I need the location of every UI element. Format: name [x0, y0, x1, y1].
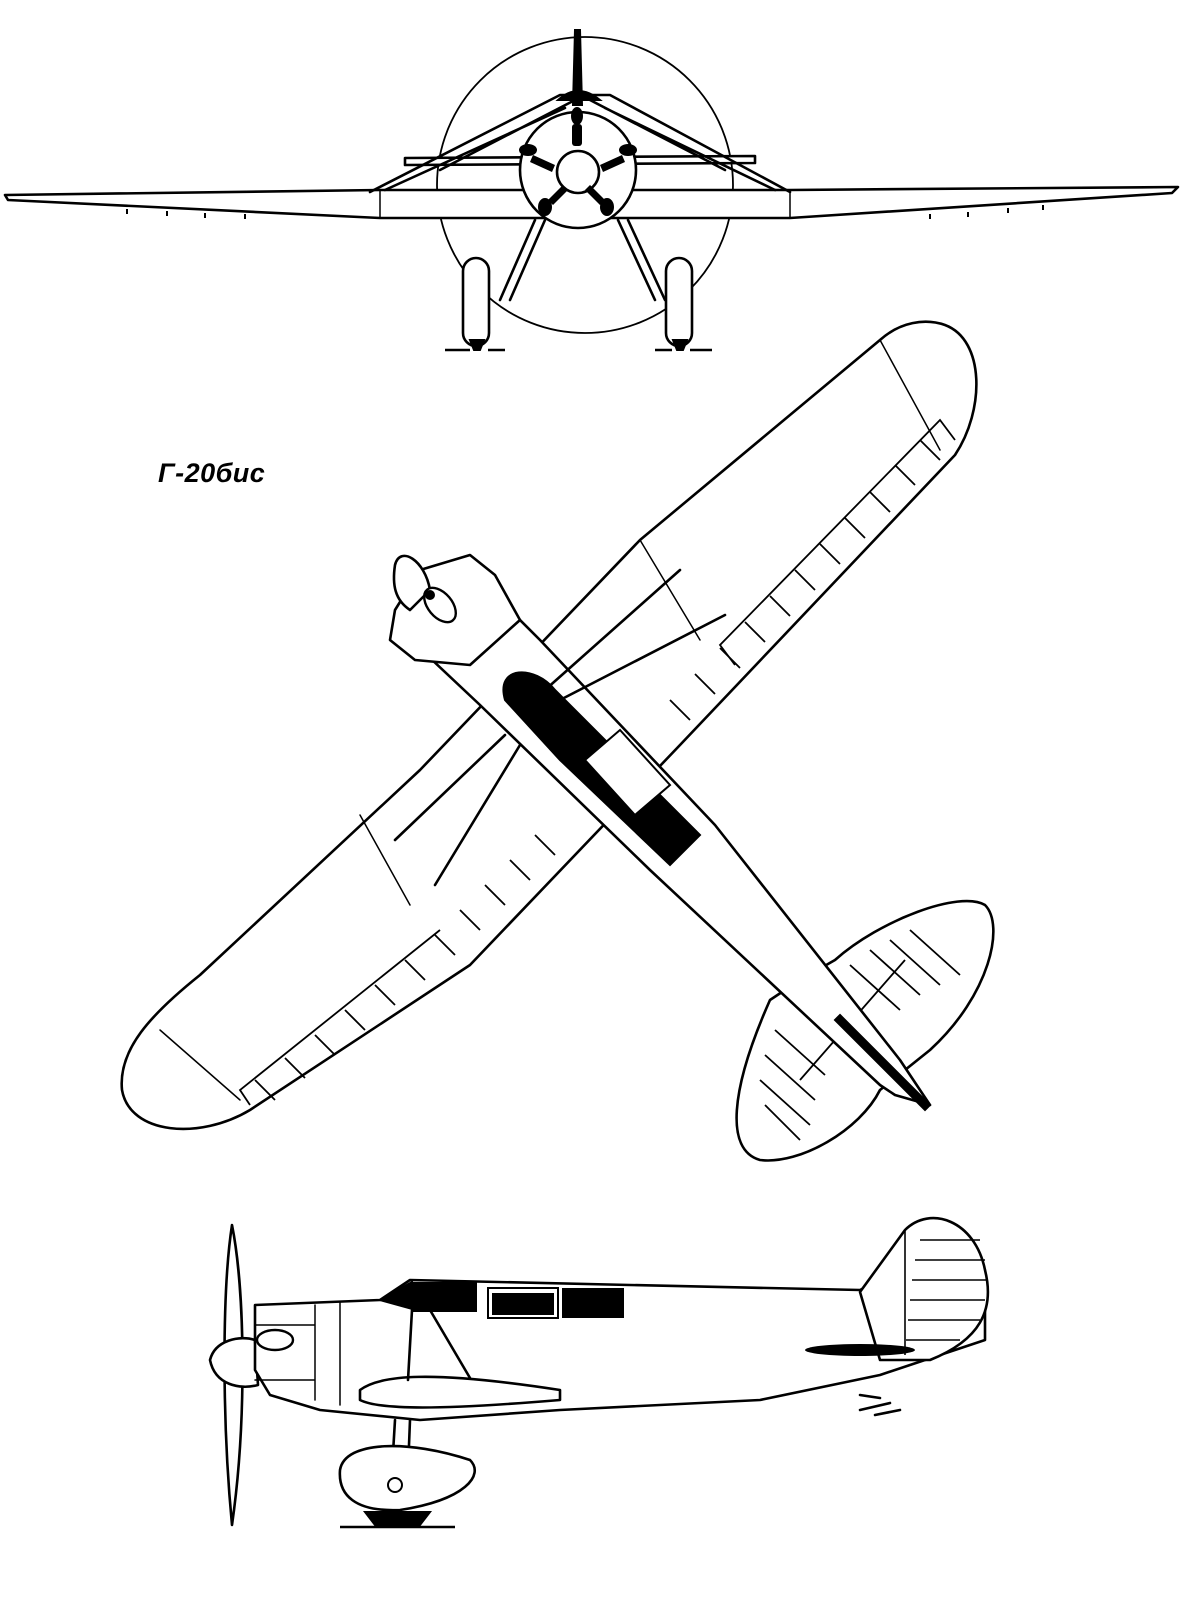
side-window-2-pane [492, 1293, 554, 1315]
side-exhaust [255, 1328, 295, 1352]
front-wing-hinges [126, 205, 1044, 219]
top-exhaust [425, 590, 435, 600]
side-tire [362, 1511, 433, 1526]
side-spinner [208, 1336, 260, 1389]
top-canopy-frame [583, 728, 672, 817]
side-fin [858, 1216, 990, 1362]
side-window-3 [562, 1288, 624, 1318]
top-wing-ribs [159, 339, 941, 1101]
side-wing [358, 1375, 562, 1409]
front-wheel-left [461, 256, 491, 348]
side-fin-hatching [904, 1230, 988, 1355]
top-wing-flaps-right [669, 418, 956, 721]
top-view [120, 320, 995, 1162]
side-wing-strut [406, 1308, 472, 1382]
side-wheel-hub [387, 1477, 403, 1493]
aircraft-caption: Г-20бис [158, 458, 266, 488]
front-cylinders [519, 107, 637, 216]
top-fin [833, 1013, 932, 1112]
front-tire-left [468, 339, 486, 351]
side-cowling-lines [254, 1301, 341, 1406]
front-canopy [555, 90, 603, 101]
side-wheel-fairing [338, 1444, 476, 1512]
front-gear-legs [498, 218, 667, 302]
side-tail-skid [858, 1393, 902, 1417]
side-window-1 [412, 1282, 477, 1312]
front-wheel-right [664, 256, 694, 348]
front-tire-right [671, 339, 689, 351]
front-view [3, 29, 1180, 352]
top-wing-struts [393, 568, 727, 887]
side-fuselage [253, 1228, 987, 1422]
front-fin [571, 29, 584, 106]
top-wing-flaps-left [238, 834, 556, 1106]
side-view [208, 1216, 990, 1529]
side-tailplane [805, 1344, 915, 1356]
front-propeller-disc [436, 36, 734, 334]
front-spinner [555, 149, 601, 195]
